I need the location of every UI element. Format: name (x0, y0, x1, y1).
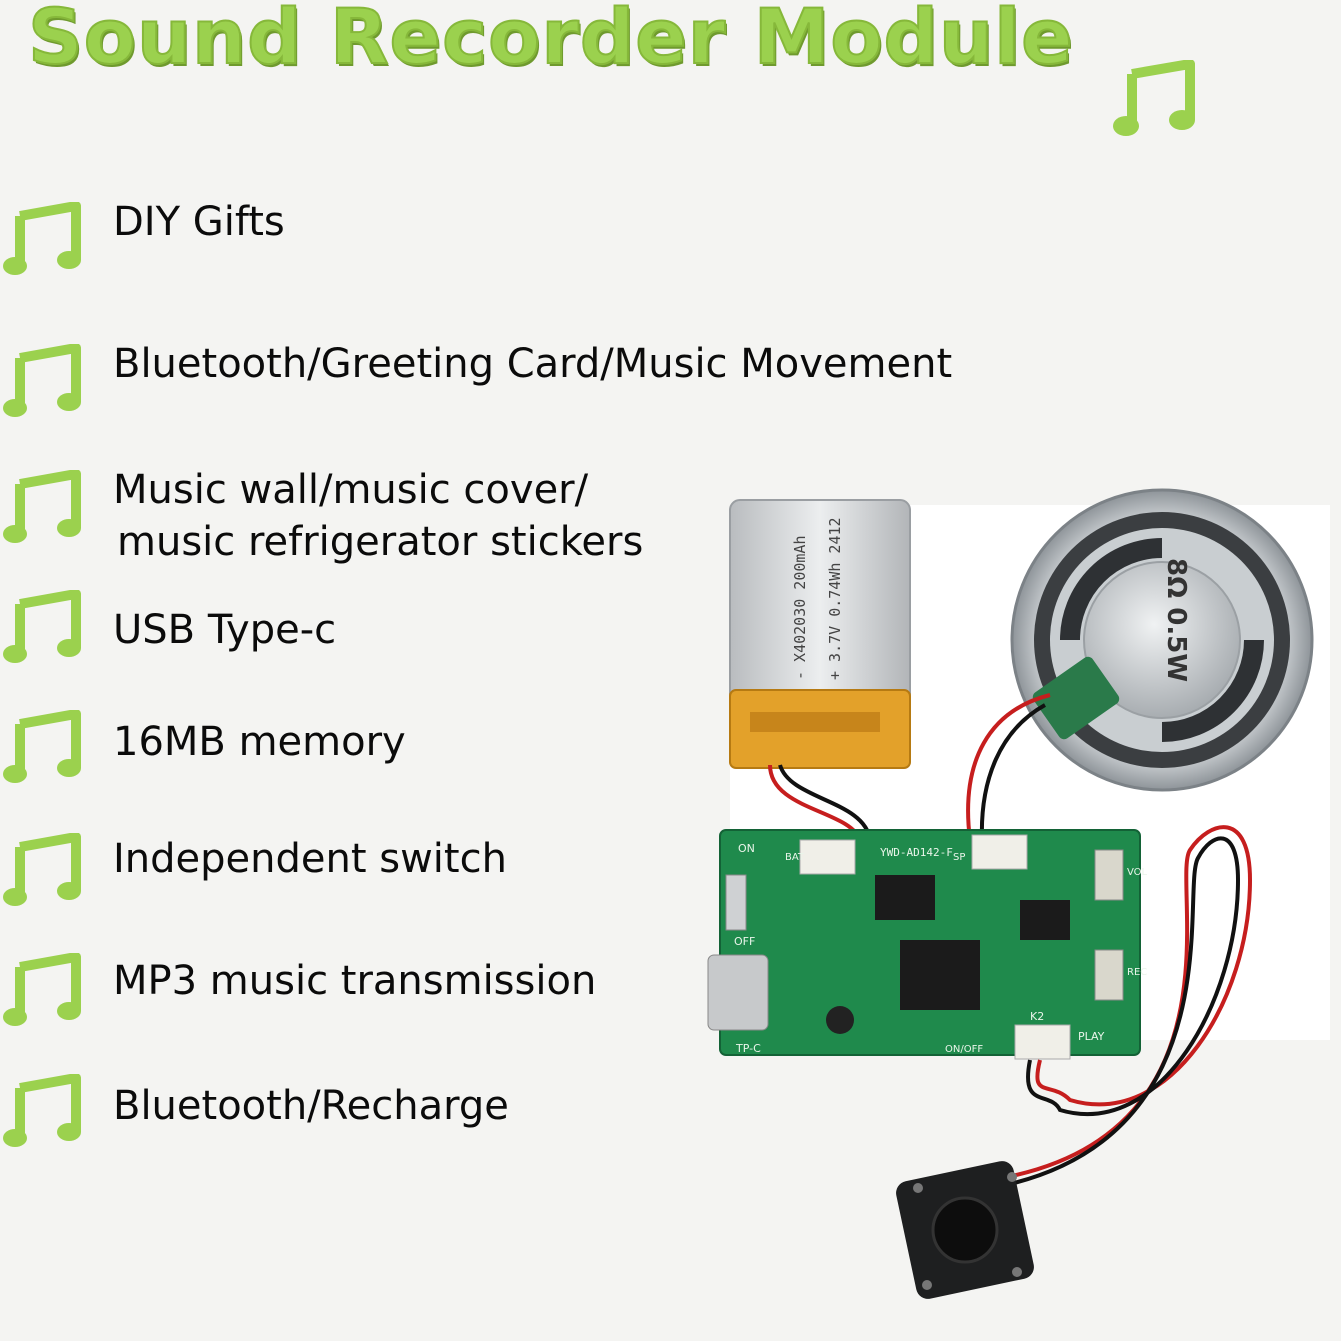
board-label-tpc: TP-C (735, 1042, 761, 1055)
speaker-label: 8Ω 0.5W (1161, 558, 1191, 682)
music-note-icon (1113, 60, 1195, 136)
feature-label: Bluetooth/Greeting Card/Music Movement (113, 341, 953, 387)
play-push-button (896, 1161, 1034, 1299)
board-label-sp: SP (953, 852, 965, 863)
lipo-battery: - X402030 200mAh + 3.7V 0.74Wh 2412 (729, 499, 911, 769)
music-note-icon (3, 470, 81, 543)
speaker: 8Ω 0.5W (1010, 488, 1314, 792)
board-label-play: PLAY (1078, 1030, 1105, 1043)
music-note-icon (3, 710, 81, 783)
board-label-on: ON (738, 842, 755, 855)
page-title: Sound Recorder Module (27, 0, 1074, 82)
feature-label: Music wall/music cover/ (113, 467, 589, 513)
board-label-bat: BAT (785, 852, 805, 863)
board-label-onoff: ON/OFF (945, 1044, 983, 1055)
board-label-rec: REC (1127, 967, 1147, 978)
music-note-icon (3, 953, 81, 1026)
board-label-vol: VOL (1127, 867, 1148, 878)
circuit-board: YWD-AD142-F ON OFF BAT SP TP-C VOL REC P… (707, 829, 1148, 1060)
board-label-off: OFF (734, 935, 755, 948)
music-note-icon (3, 202, 81, 275)
feature-label: MP3 music transmission (113, 958, 597, 1004)
board-label-k2: K2 (1030, 1010, 1044, 1023)
feature-label: DIY Gifts (113, 199, 285, 245)
product-illustration: - X402030 200mAh + 3.7V 0.74Wh 2412 8Ω 0… (707, 488, 1330, 1299)
feature-label: Independent switch (113, 836, 507, 882)
board-model-label: YWD-AD142-F (880, 846, 953, 859)
music-note-icon (3, 1074, 81, 1147)
music-note-icon (3, 344, 81, 417)
music-note-icon (3, 590, 81, 663)
battery-label: - X402030 200mAh (791, 536, 809, 681)
feature-label-continued: music refrigerator stickers (117, 519, 644, 565)
music-note-icon (3, 833, 81, 906)
battery-label-2: + 3.7V 0.74Wh 2412 (826, 517, 844, 680)
feature-label: Bluetooth/Recharge (113, 1083, 509, 1129)
feature-label: USB Type-c (113, 607, 337, 653)
feature-label: 16MB memory (113, 719, 406, 765)
